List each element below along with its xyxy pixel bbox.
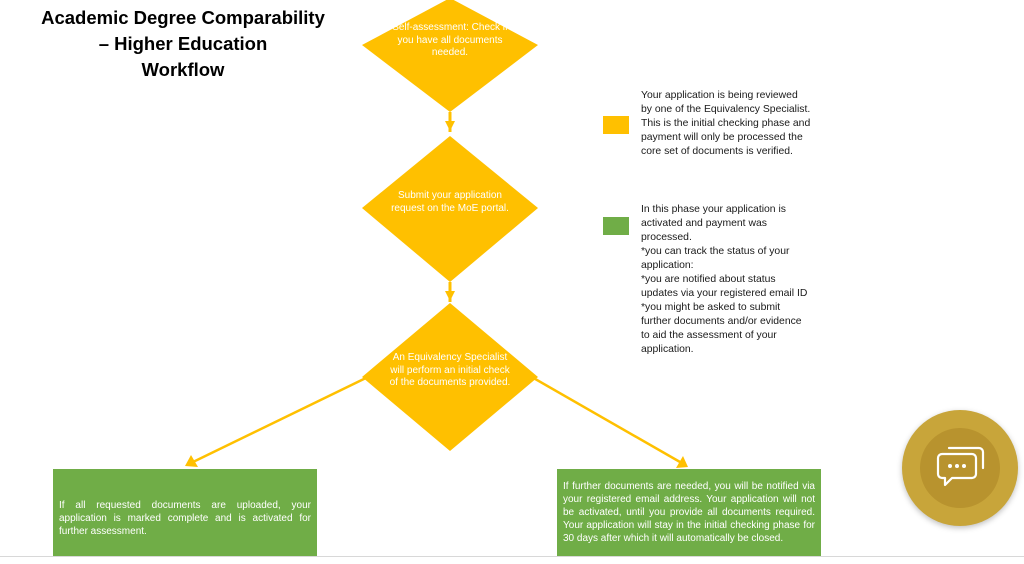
legend-activated-line: processed. (641, 232, 692, 243)
legend-text-review: Your application is being reviewed by on… (641, 89, 817, 159)
diamond-step-self-assessment (362, 0, 538, 112)
outcome-more-documents-text: If further documents are needed, you wil… (563, 481, 815, 544)
legend-activated-line: *you can track the status of your (641, 246, 790, 257)
legend-text-activated: In this phase your application is activa… (641, 203, 817, 357)
legend-activated-line: application: (641, 260, 694, 271)
page-title: Academic Degree Comparability – Higher E… (41, 7, 325, 80)
legend-activated-line: updates via your registered email ID (641, 288, 808, 299)
legend-review-line: by one of the Equivalency Specialist. (641, 104, 811, 115)
outcome-more-documents-box: If further documents are needed, you wil… (557, 469, 821, 556)
chat-button-inner (920, 428, 1000, 508)
branch-arrow-right-head (676, 456, 688, 468)
legend-activated-line: *you might be asked to submit (641, 302, 781, 313)
chat-bubbles-icon (936, 446, 985, 487)
legend-activated-line: further documents and/or evidence (641, 316, 802, 327)
legend-review-line: payment will only be processed the (641, 132, 803, 143)
chat-button[interactable] (902, 410, 1018, 526)
legend-review-line: This is the initial checking phase and (641, 118, 811, 129)
legend-swatch-review (603, 116, 629, 134)
outcome-complete-box: If all requested documents are uploaded,… (53, 469, 317, 556)
connector-1-2-arrowhead (445, 121, 455, 131)
page-divider (0, 556, 1024, 557)
diamond-step-submit-application (362, 136, 538, 282)
step-initial-check-text: An Equivalency Specialist will perform a… (389, 352, 511, 388)
legend-activated-line: application. (641, 344, 694, 355)
legend-activated-line: *you are notified about status (641, 274, 776, 285)
legend-review-line: Your application is being reviewed (641, 90, 798, 101)
legend-activated-line: activated and payment was (641, 218, 767, 229)
branch-arrow-right (529, 374, 681, 464)
diamond-step-initial-check (362, 303, 538, 451)
connector-2-3-arrowhead (445, 291, 455, 301)
legend-activated-line: In this phase your application is (641, 204, 786, 215)
branch-arrow-left-head (185, 455, 198, 467)
step-submit-application-text: Submit your application request on the M… (391, 190, 509, 214)
legend-swatch-activated (603, 217, 629, 235)
step-self-assessment-text: Self-assessment: Check if you have all d… (392, 22, 508, 58)
branch-arrow-left (192, 374, 371, 464)
outcome-complete-text: If all requested documents are uploaded,… (59, 500, 311, 537)
legend-activated-line: to aid the assessment of your (641, 330, 777, 341)
legend-review-line: core set of documents is verified. (641, 146, 793, 157)
